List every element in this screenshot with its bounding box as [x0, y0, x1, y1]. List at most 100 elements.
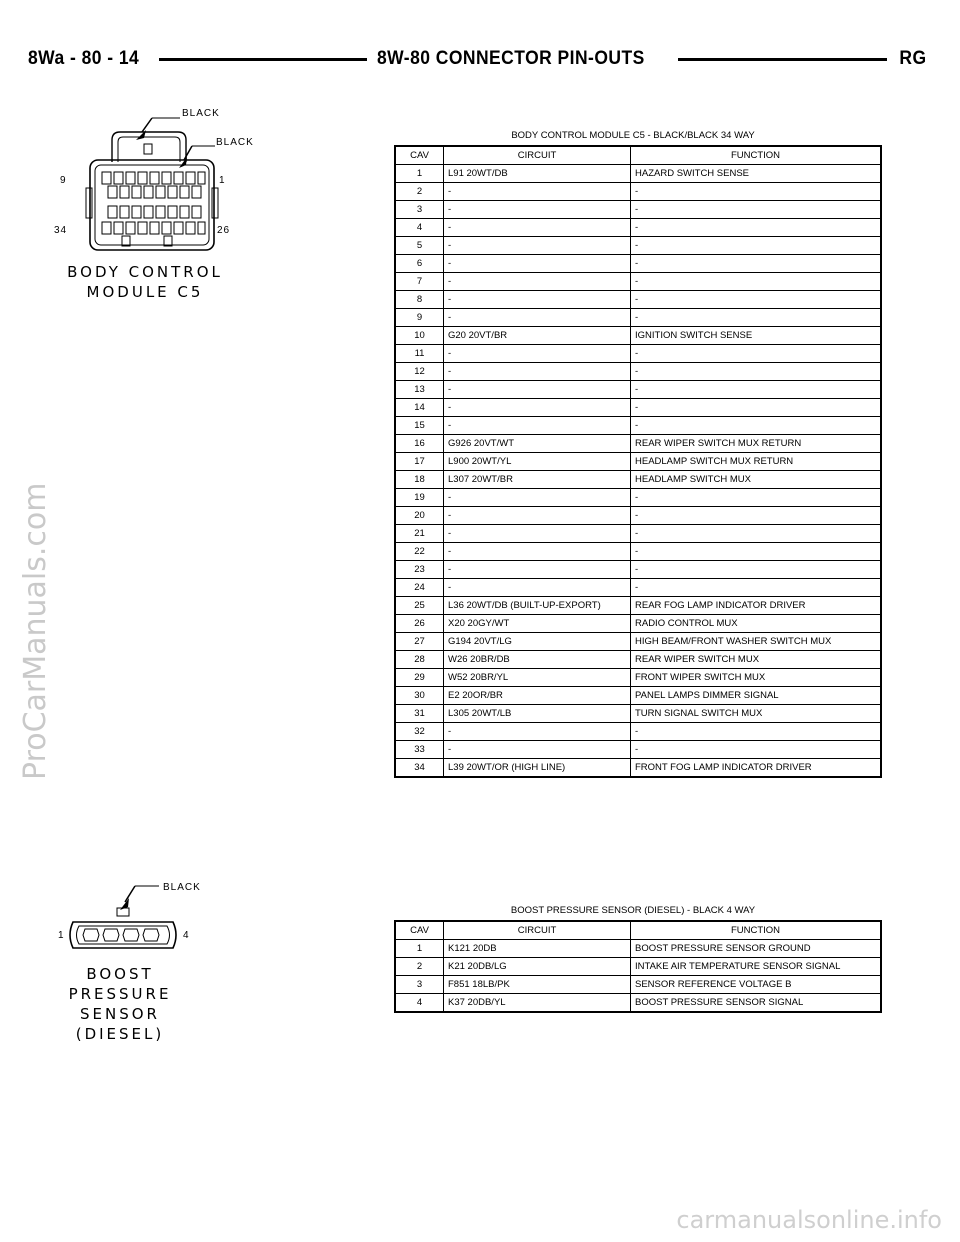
- cav-cell: 11: [394, 344, 444, 363]
- cav-cell: 18: [394, 470, 444, 489]
- cav-cell: 17: [394, 452, 444, 471]
- function-cell: -: [630, 398, 882, 417]
- function-cell: PANEL LAMPS DIMMER SIGNAL: [630, 686, 882, 705]
- table-row: 24--: [394, 578, 882, 597]
- boost-table-title: BOOST PRESSURE SENSOR (DIESEL) - BLACK 4…: [510, 905, 756, 916]
- circuit-cell: K121 20DB: [443, 939, 631, 958]
- cav-cell: 3: [394, 975, 444, 994]
- circuit-cell: G20 20VT/BR: [443, 326, 631, 345]
- table-header-row: CAV CIRCUIT FUNCTION: [394, 920, 882, 940]
- cav-cell: 2: [394, 182, 444, 201]
- function-cell: FRONT FOG LAMP INDICATOR DRIVER: [630, 758, 882, 778]
- cav-cell: 7: [394, 272, 444, 291]
- function-cell: -: [630, 542, 882, 561]
- side-watermark: ProCarManuals.com: [18, 482, 53, 780]
- cav-cell: 3: [394, 200, 444, 219]
- function-cell: REAR FOG LAMP INDICATOR DRIVER: [630, 596, 882, 615]
- table-row: 32--: [394, 722, 882, 741]
- cav-cell: 16: [394, 434, 444, 453]
- function-cell: RADIO CONTROL MUX: [630, 614, 882, 633]
- table-row: 23--: [394, 560, 882, 579]
- cav-cell: 32: [394, 722, 444, 741]
- function-cell: -: [630, 506, 882, 525]
- circuit-cell: -: [443, 740, 631, 759]
- cav-cell: 4: [394, 993, 444, 1013]
- bcm-color-label-side: BLACK: [216, 137, 254, 148]
- bcm-pin-label-26: 26: [217, 225, 231, 236]
- circuit-header: CIRCUIT: [443, 145, 631, 165]
- circuit-cell: K37 20DB/YL: [443, 993, 631, 1013]
- circuit-cell: E2 20OR/BR: [443, 686, 631, 705]
- circuit-cell: W26 20BR/DB: [443, 650, 631, 669]
- header-rule-right: [678, 57, 887, 61]
- cav-cell: 1: [394, 939, 444, 958]
- table-row: 5--: [394, 236, 882, 255]
- function-cell: HEADLAMP SWITCH MUX RETURN: [630, 452, 882, 471]
- circuit-cell: -: [443, 254, 631, 273]
- table-row: 21--: [394, 524, 882, 543]
- table-row: 3--: [394, 200, 882, 219]
- function-cell: REAR WIPER SWITCH MUX RETURN: [630, 434, 882, 453]
- function-cell: -: [630, 308, 882, 327]
- cav-cell: 27: [394, 632, 444, 651]
- function-cell: -: [630, 290, 882, 309]
- table-header-row: CAV CIRCUIT FUNCTION: [394, 145, 882, 165]
- cav-cell: 12: [394, 362, 444, 381]
- circuit-cell: L900 20WT/YL: [443, 452, 631, 471]
- page-header: 8Wa - 80 - 14 8W-80 CONNECTOR PIN-OUTS R…: [28, 44, 926, 74]
- cav-cell: 26: [394, 614, 444, 633]
- circuit-cell: -: [443, 416, 631, 435]
- table-row: 7--: [394, 272, 882, 291]
- bcm-pin-label-9: 9: [60, 175, 67, 186]
- boost-label-line4: (DIESEL): [75, 1025, 165, 1043]
- table-row: 15--: [394, 416, 882, 435]
- cav-cell: 23: [394, 560, 444, 579]
- function-cell: SENSOR REFERENCE VOLTAGE B: [630, 975, 882, 994]
- boost-pin-label-1: 1: [58, 930, 65, 941]
- table-row: 11--: [394, 344, 882, 363]
- cav-cell: 31: [394, 704, 444, 723]
- circuit-cell: -: [443, 524, 631, 543]
- circuit-cell: -: [443, 182, 631, 201]
- section-title: 8W-80 CONNECTOR PIN-OUTS: [377, 48, 645, 69]
- function-cell: HEADLAMP SWITCH MUX: [630, 470, 882, 489]
- boost-color-label: BLACK: [163, 882, 201, 893]
- circuit-cell: -: [443, 560, 631, 579]
- table-row: 4--: [394, 218, 882, 237]
- bcm-pin-label-34: 34: [54, 225, 68, 236]
- boost-label-line1: BOOST: [86, 965, 154, 983]
- function-cell: -: [630, 272, 882, 291]
- cav-cell: 20: [394, 506, 444, 525]
- function-cell: -: [630, 344, 882, 363]
- circuit-cell: -: [443, 200, 631, 219]
- page-number: 8Wa - 80 - 14: [28, 48, 140, 69]
- circuit-cell: G926 20VT/WT: [443, 434, 631, 453]
- circuit-header: CIRCUIT: [443, 920, 631, 940]
- cav-cell: 34: [394, 758, 444, 778]
- cav-cell: 25: [394, 596, 444, 615]
- function-cell: BOOST PRESSURE SENSOR SIGNAL: [630, 993, 882, 1013]
- function-cell: -: [630, 236, 882, 255]
- cav-cell: 19: [394, 488, 444, 507]
- cav-header: CAV: [394, 920, 444, 940]
- function-cell: -: [630, 578, 882, 597]
- function-cell: IGNITION SWITCH SENSE: [630, 326, 882, 345]
- table-row: 8--: [394, 290, 882, 309]
- table-row: 9--: [394, 308, 882, 327]
- function-header: FUNCTION: [630, 145, 882, 165]
- cav-cell: 14: [394, 398, 444, 417]
- cav-cell: 5: [394, 236, 444, 255]
- function-cell: -: [630, 416, 882, 435]
- circuit-cell: X20 20GY/WT: [443, 614, 631, 633]
- function-cell: BOOST PRESSURE SENSOR GROUND: [630, 939, 882, 958]
